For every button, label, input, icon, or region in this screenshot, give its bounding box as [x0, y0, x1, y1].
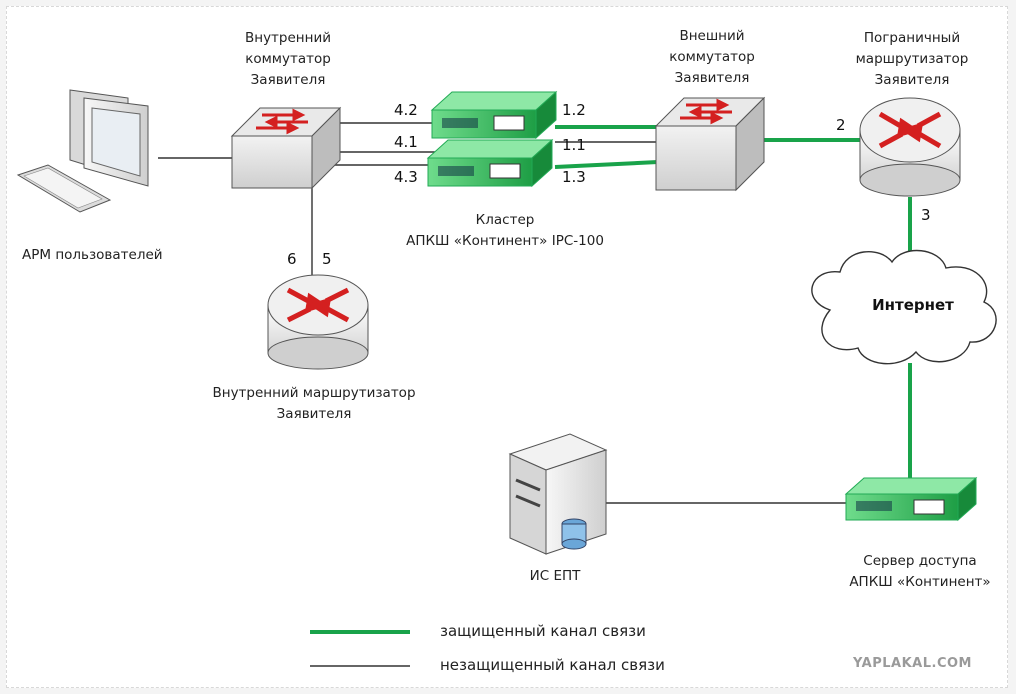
port-label-1-2: 1.2	[562, 101, 586, 119]
port-label-2: 2	[836, 116, 846, 134]
internal-switch-icon	[230, 106, 342, 190]
port-label-6: 6	[287, 250, 297, 268]
access-server-label: Сервер доступа АПКШ «Континент»	[849, 553, 991, 590]
watermark: YAPLAKAL.COM	[853, 656, 972, 671]
link-cluster-13	[554, 160, 659, 169]
server-icon	[508, 433, 608, 555]
external-switch-icon	[654, 96, 766, 192]
border-router-label: Пограничный маршрутизатор Заявителя	[855, 30, 969, 88]
port-label-5: 5	[322, 250, 332, 268]
legend-insecure-label: незащищенный канал связи	[440, 656, 665, 674]
cluster-label: Кластер АПКШ «Континент» IPC-100	[406, 212, 604, 249]
workstation-label: АРМ пользователей	[22, 247, 163, 263]
workstation-icon	[16, 89, 149, 213]
internal-router-icon	[267, 274, 369, 370]
border-router-icon	[859, 97, 961, 197]
port-label-1-3: 1.3	[562, 168, 586, 186]
server-label: ИС ЕПТ	[529, 568, 581, 584]
port-label-4-2: 4.2	[394, 101, 418, 119]
port-label-4-3: 4.3	[394, 168, 418, 186]
port-label-4-1: 4.1	[394, 133, 418, 151]
port-label-1-1: 1.1	[562, 136, 586, 154]
port-label-3: 3	[921, 206, 931, 224]
internal-switch-label: Внутренний коммутатор Заявителя	[244, 30, 332, 88]
access-server-device-icon	[844, 476, 978, 522]
insecure-links	[158, 122, 847, 667]
cluster-device-top-icon	[430, 90, 558, 140]
internet-cloud-icon	[811, 249, 997, 365]
internal-router-label: Внутренний маршрутизатор Заявителя	[212, 385, 416, 422]
external-switch-label: Внешний коммутатор Заявителя	[669, 28, 755, 86]
cluster-device-bottom-icon	[426, 138, 554, 188]
legend-secure-label: защищенный канал связи	[440, 622, 646, 640]
secure-links	[310, 125, 912, 634]
internet-label: Интернет	[872, 296, 954, 314]
